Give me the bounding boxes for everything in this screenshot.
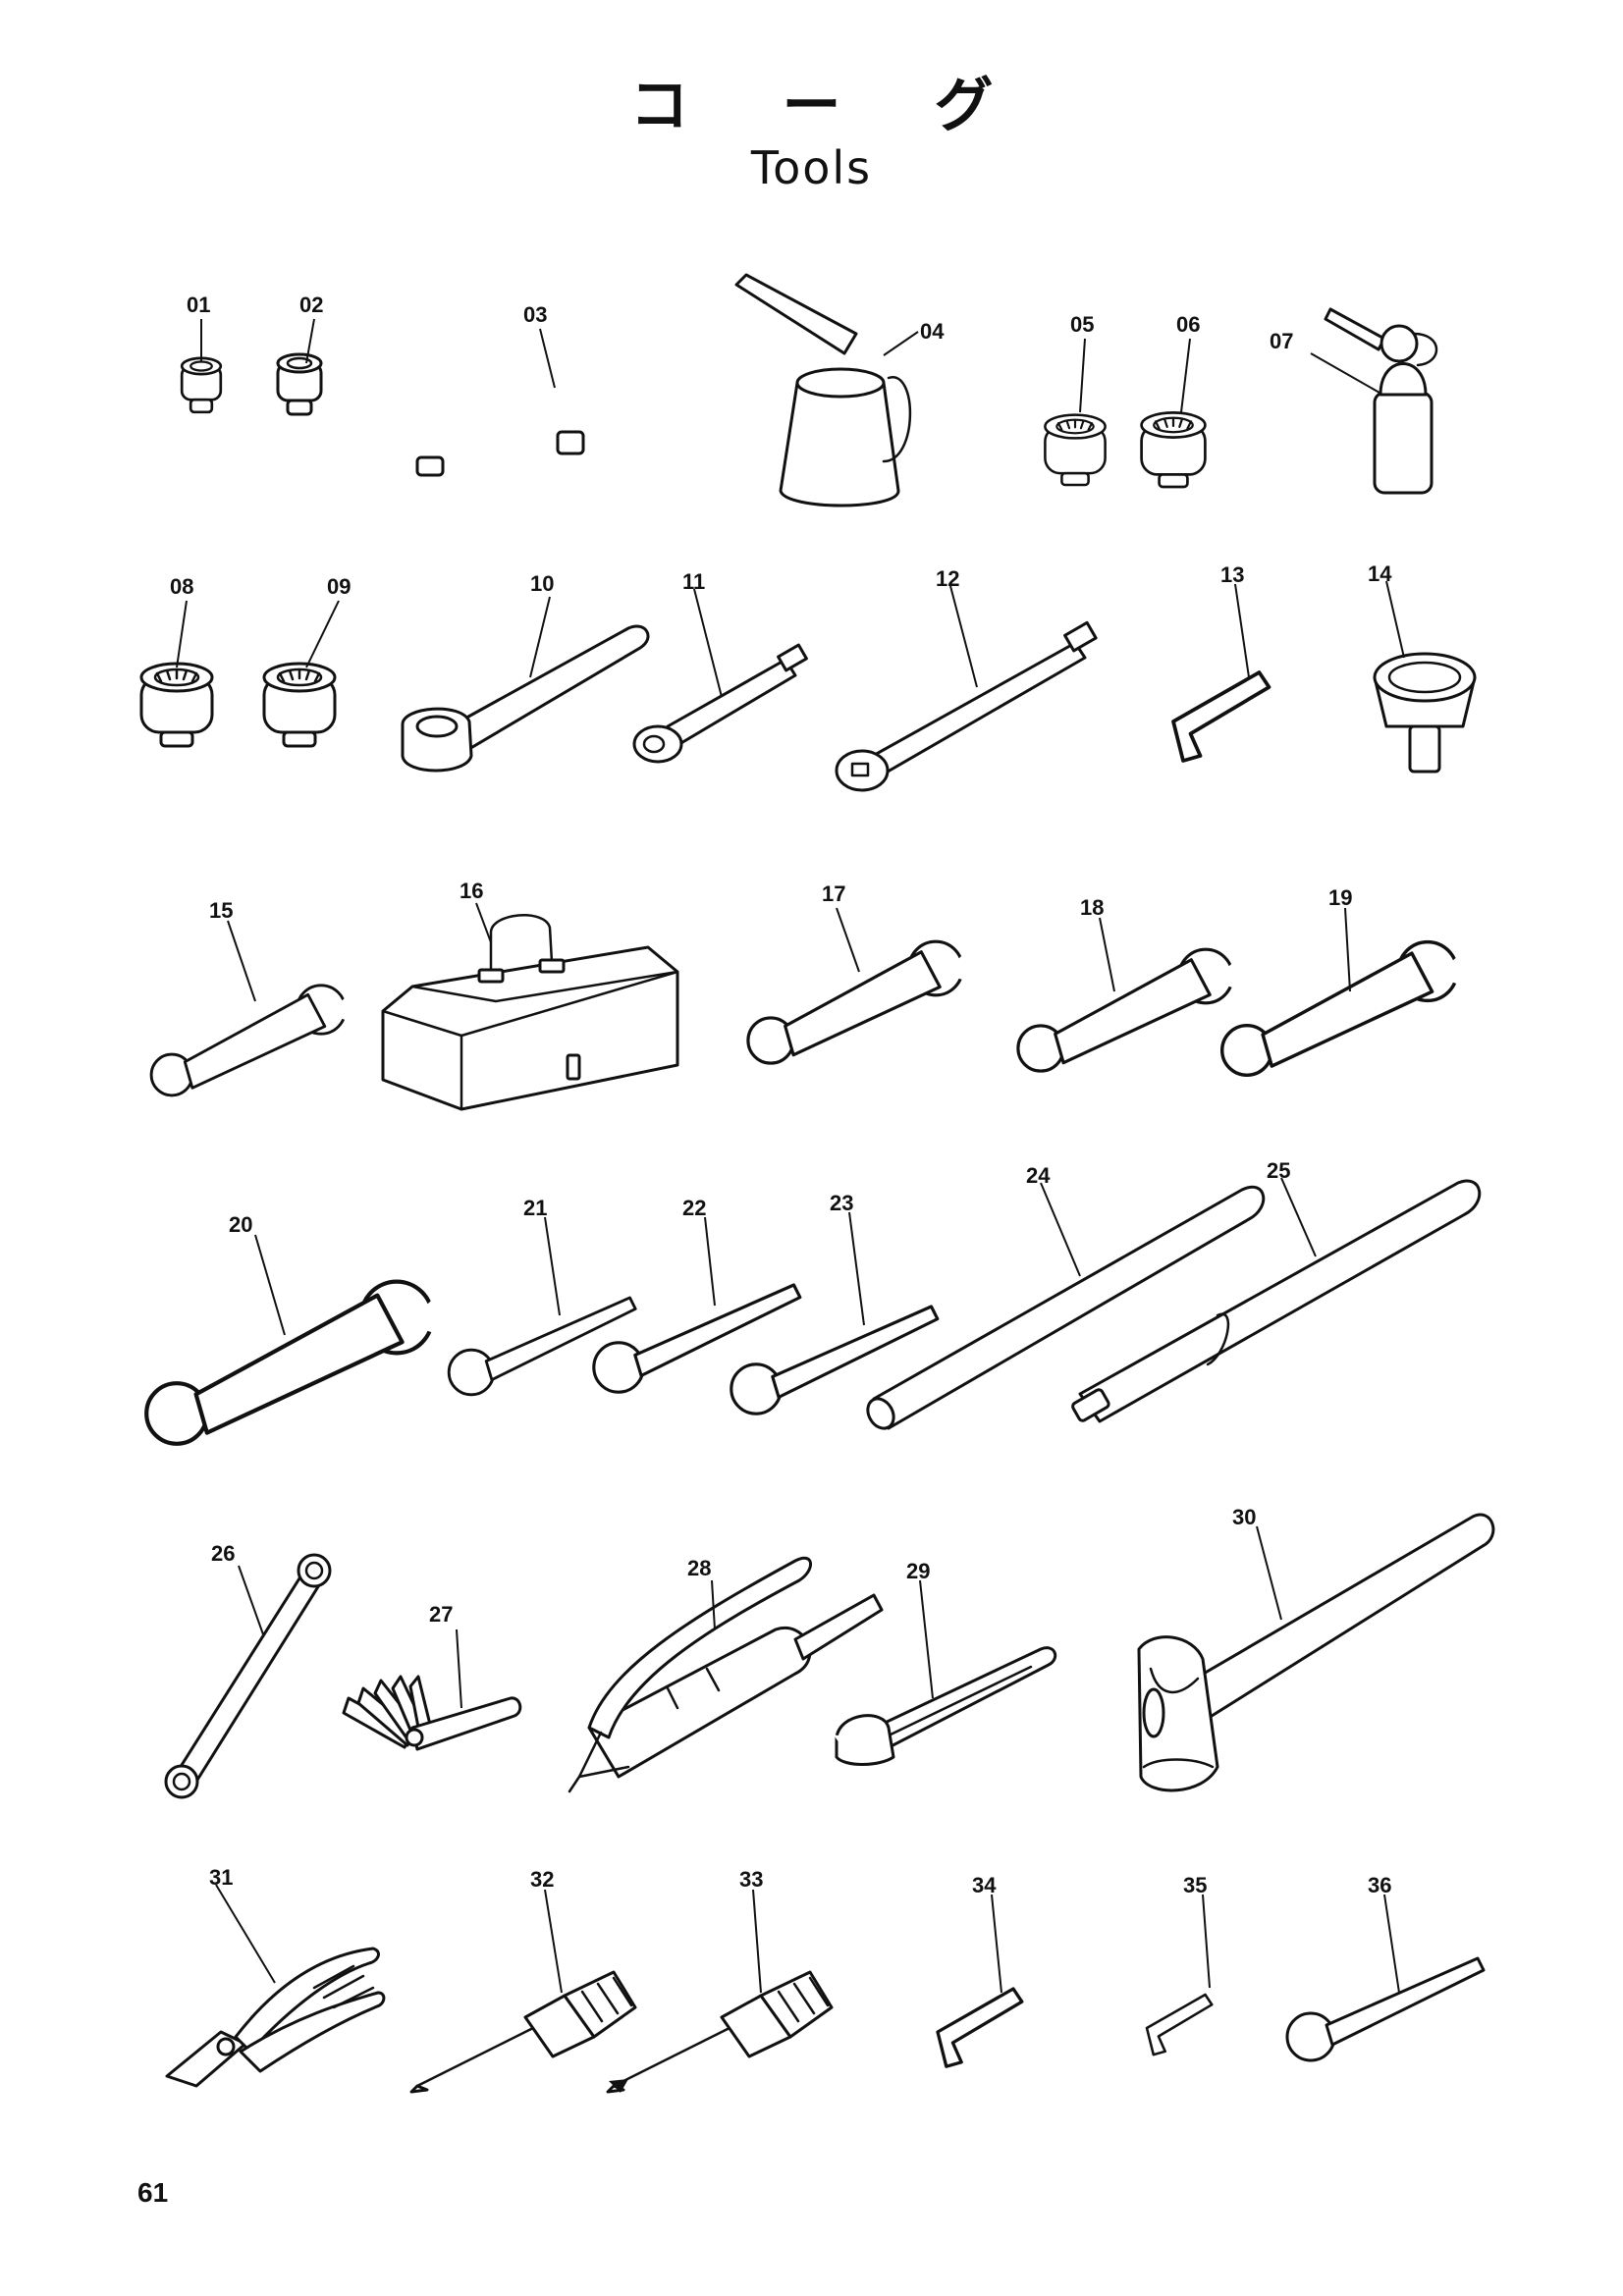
part-number-label: 32 [530, 1867, 554, 1892]
item-05-socket: 05 [1044, 312, 1107, 487]
part-number-label: 14 [1368, 561, 1392, 586]
part-number-label: 11 [682, 569, 705, 594]
item-03-flexible-hose: 03 [415, 302, 646, 477]
item-11-short-extension-socket: 11 [632, 569, 808, 764]
part-number-label: 36 [1368, 1873, 1391, 1897]
page-number: 61 [137, 2177, 169, 2208]
part-number-label: 13 [1220, 562, 1244, 587]
page-title-japanese: コーグ [629, 72, 1087, 140]
item-01-small-socket: 01 [180, 293, 223, 414]
item-24-round-extension-bar: 24 [866, 1163, 1266, 1430]
item-02-small-socket: 02 [276, 293, 323, 416]
item-18-open-end-wrench: 18 [1016, 895, 1239, 1073]
item-34-hex-key: 34 [936, 1873, 1024, 2068]
part-number-label: 30 [1232, 1505, 1256, 1529]
item-35-small-hex-key: 35 [1145, 1873, 1214, 2056]
part-number-label: 23 [830, 1191, 853, 1215]
part-number-label: 16 [460, 879, 483, 903]
item-06-socket: 06 [1140, 312, 1207, 489]
part-number-label: 03 [523, 302, 547, 327]
item-07-oil-bottle: 07 [1270, 307, 1438, 495]
item-22-single-open-end-spanner: 22 [592, 1196, 802, 1394]
part-number-label: 17 [822, 881, 845, 906]
part-number-label: 05 [1070, 312, 1094, 337]
item-31-pliers: 31 [165, 1865, 386, 2088]
item-27-feeler-gauge: 27 [342, 1602, 522, 1751]
item-14-funnel: 14 [1368, 561, 1477, 774]
part-number-label: 18 [1080, 895, 1104, 920]
item-19-open-end-wrench: 19 [1219, 885, 1464, 1078]
part-number-label: 31 [209, 1865, 233, 1890]
page-title-english: Tools [750, 141, 873, 194]
item-10-ratchet-handle: 10 [401, 571, 650, 773]
part-number-label: 20 [229, 1212, 252, 1237]
part-number-label: 10 [530, 571, 554, 596]
part-number-label: 25 [1267, 1158, 1290, 1183]
part-number-label: 27 [429, 1602, 453, 1627]
part-number-label: 34 [972, 1873, 997, 1897]
part-number-label: 24 [1026, 1163, 1051, 1188]
part-number-label: 04 [920, 319, 945, 344]
item-26-box-end-wrench: 26 [164, 1541, 332, 1799]
item-12-long-extension-socket: 12 [835, 566, 1098, 792]
item-29-adjustable-wrench: 29 [833, 1559, 1057, 1766]
item-09-large-socket: 09 [262, 574, 351, 748]
item-21-single-open-end-spanner: 21 [447, 1196, 637, 1397]
part-number-label: 06 [1176, 312, 1200, 337]
part-number-label: 22 [682, 1196, 706, 1220]
part-number-label: 07 [1270, 329, 1293, 353]
part-number-label: 15 [209, 898, 233, 923]
part-number-label: 19 [1328, 885, 1352, 910]
part-number-label: 01 [187, 293, 210, 317]
part-number-label: 33 [739, 1867, 763, 1892]
item-17-open-end-wrench: 17 [746, 881, 969, 1065]
part-number-label: 09 [327, 574, 351, 599]
item-13-hex-key: 13 [1171, 562, 1271, 763]
part-number-label: 35 [1183, 1873, 1207, 1897]
item-23-single-open-end-spanner: 23 [730, 1191, 940, 1415]
item-36-single-open-end-spanner: 36 [1285, 1873, 1486, 2062]
item-28-grease-gun: 28 [568, 1556, 884, 1793]
item-33-phillips-screwdriver: 33 [606, 1867, 834, 2094]
part-number-label: 29 [906, 1559, 930, 1583]
part-number-label: 12 [936, 566, 959, 591]
part-number-label: 28 [687, 1556, 711, 1580]
part-number-label: 21 [523, 1196, 547, 1220]
item-32-flat-screwdriver: 32 [409, 1867, 637, 2094]
item-30-ball-peen-hammer: 30 [1137, 1505, 1495, 1792]
item-08-large-socket: 08 [139, 574, 214, 748]
item-04-oil-can: 04 [734, 273, 945, 507]
item-25-flat-end-bar: 25 [1071, 1158, 1482, 1423]
part-number-label: 02 [299, 293, 323, 317]
item-20-large-open-end-wrench: 20 [146, 1212, 438, 1444]
item-16-tool-box: 16 [381, 879, 679, 1111]
part-number-label: 08 [170, 574, 193, 599]
part-number-label: 26 [211, 1541, 235, 1566]
item-15-small-open-end-wrench: 15 [149, 898, 351, 1097]
